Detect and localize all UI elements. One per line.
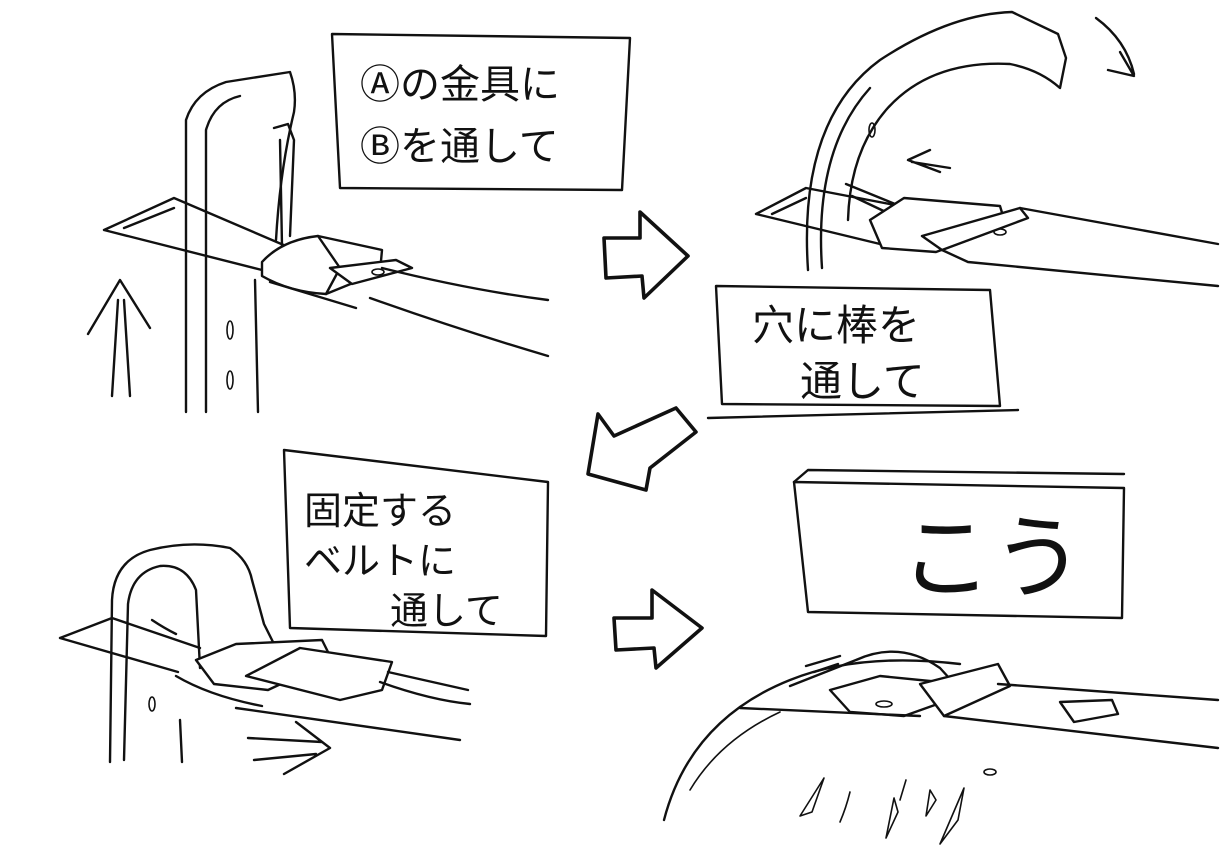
caption-step3-line1: 固定する: [304, 489, 456, 533]
strap-loop: [108, 543, 276, 764]
caption-step4-line1: こう: [900, 505, 1084, 612]
belly-curve: [662, 659, 962, 822]
buckle-and-belt: [58, 616, 472, 742]
caption-box-step4: こう: [792, 468, 1126, 620]
caption-step2-line2: 通して: [800, 357, 925, 406]
buckle-prong: [272, 122, 296, 248]
caption-step2-line1: 穴に棒を: [752, 301, 920, 350]
caption-box-step3: 固定する ベルトに 通して: [282, 448, 550, 638]
right-block-arrow-icon: [602, 210, 690, 300]
impact-marks: [799, 768, 997, 845]
caption-step3-line3: 通して: [390, 589, 503, 633]
caption-step1-line1: Ⓐの金具に: [360, 62, 560, 108]
buckle-and-belt: [738, 650, 1220, 750]
panel-step1: Ⓐの金具に Ⓑを通して: [86, 32, 632, 414]
panel-step2: 穴に棒を 通して: [706, 10, 1220, 420]
panel-step3: 固定する ベルトに 通して: [58, 448, 550, 776]
caption-box-step2: 穴に棒を 通して: [706, 284, 1020, 420]
looped-strap: [805, 10, 1136, 272]
caption-step3-line2: ベルトに: [304, 539, 456, 583]
buckle-and-belt: [754, 182, 1220, 288]
panel-step4: こう: [662, 468, 1220, 845]
right-arrow-icon: [246, 720, 332, 776]
down-left-block-arrow-icon: [586, 406, 698, 492]
caption-box-step1: Ⓐの金具に Ⓑを通して: [330, 32, 632, 192]
buckle-frame: [102, 196, 302, 272]
up-arrow-icon: [86, 278, 152, 398]
horizontal-belt: [260, 234, 550, 358]
caption-step1-line2: Ⓑを通して: [360, 124, 559, 170]
right-block-arrow-icon: [612, 588, 704, 670]
